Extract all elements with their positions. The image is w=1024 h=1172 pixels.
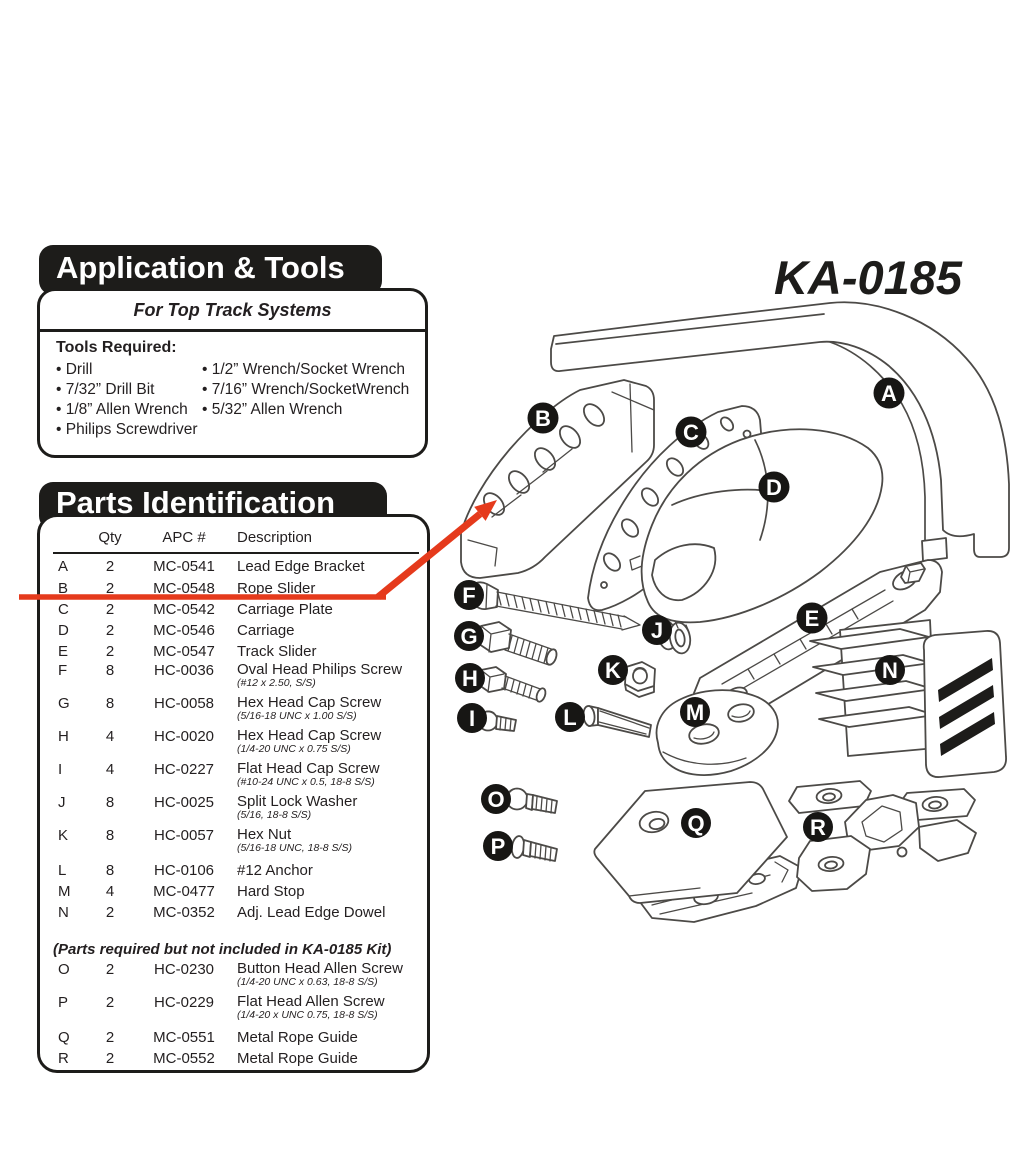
kit-number-title: KA-0185 xyxy=(773,251,963,304)
tools-list: Drill 7/32” Drill Bit 1/8” Allen Wrench … xyxy=(56,360,425,440)
part-q-metal-rope-guide xyxy=(593,781,803,923)
svg-text:P: P xyxy=(491,834,506,859)
part-badge-r: R xyxy=(803,812,833,842)
part-e-track-slider xyxy=(692,559,943,723)
col-qty: Qty xyxy=(98,529,122,546)
tools-column-2: 1/2” Wrench/Socket Wrench 7/16” Wrench/S… xyxy=(202,360,410,440)
svg-text:O: O xyxy=(487,787,504,812)
part-badge-d: D xyxy=(758,471,790,503)
parts-table-header-row: Qty APC # Description xyxy=(53,529,419,554)
svg-text:A: A xyxy=(881,381,897,406)
part-a-lead-edge-bracket xyxy=(550,301,1010,562)
svg-text:M: M xyxy=(686,700,704,725)
part-badge-g: G xyxy=(454,621,484,651)
part-badge-i: I xyxy=(457,703,487,733)
application-tools-subtitle: For Top Track Systems xyxy=(40,291,425,332)
part-j-split-lock-washer xyxy=(656,619,692,655)
part-c-carriage-plate xyxy=(587,405,763,612)
svg-text:F: F xyxy=(462,583,475,608)
part-f-oval-head-philips-screw xyxy=(470,581,641,631)
svg-text:E: E xyxy=(805,606,820,631)
part-l-anchor xyxy=(582,705,652,738)
svg-text:C: C xyxy=(683,420,699,445)
col-desc: Description xyxy=(237,529,313,546)
part-m-hard-stop xyxy=(655,689,779,776)
part-badge-b: B xyxy=(527,402,559,434)
svg-text:R: R xyxy=(810,815,826,840)
col-apc: APC # xyxy=(162,529,206,546)
application-tools-panel: For Top Track Systems Tools Required: Dr… xyxy=(37,288,428,458)
part-badge-k: K xyxy=(598,655,628,685)
part-g-hex-head-cap-screw xyxy=(478,621,558,666)
part-n-lead-edge-dowel xyxy=(809,619,1007,778)
svg-text:N: N xyxy=(882,658,898,683)
part-badge-c: C xyxy=(675,416,707,448)
part-i-flat-head-cap-screw xyxy=(477,710,517,732)
part-o-button-head-allen-screw xyxy=(505,787,558,814)
tool-item: 7/32” Drill Bit xyxy=(56,380,202,400)
part-badge-a: A xyxy=(873,377,905,409)
tool-item: 1/8” Allen Wrench xyxy=(56,400,202,420)
part-badge-e: E xyxy=(796,602,828,634)
part-b-rope-slider xyxy=(460,379,655,579)
part-badge-j: J xyxy=(642,615,672,645)
svg-text:K: K xyxy=(605,658,621,683)
not-included-note: (Parts required but not included in KA-0… xyxy=(53,940,392,958)
tool-item: Philips Screwdriver xyxy=(56,420,202,440)
tools-required-label: Tools Required: xyxy=(56,339,177,356)
tool-item: 1/2” Wrench/Socket Wrench xyxy=(202,360,409,380)
svg-text:B: B xyxy=(535,406,551,431)
part-r-metal-rope-guide xyxy=(788,780,977,892)
part-k-hex-nut xyxy=(624,661,656,698)
part-badge-l: L xyxy=(555,702,585,732)
part-badge-m: M xyxy=(680,697,710,727)
part-badge-p: P xyxy=(483,831,513,861)
part-p-flat-head-allen-screw xyxy=(510,835,558,862)
tools-column-1: Drill 7/32” Drill Bit 1/8” Allen Wrench … xyxy=(56,360,202,440)
application-tools-header-tab: Application & Tools xyxy=(39,245,382,295)
tool-item: 5/32” Allen Wrench xyxy=(202,400,409,420)
part-badge-n: N xyxy=(875,655,905,685)
tool-item: Drill xyxy=(56,360,202,380)
application-tools-title: Application & Tools xyxy=(56,250,345,285)
part-badge-q: Q xyxy=(681,808,711,838)
tool-item: 7/16” Wrench/SocketWrench xyxy=(202,380,410,400)
svg-text:L: L xyxy=(563,705,576,730)
svg-text:H: H xyxy=(462,666,478,691)
svg-text:D: D xyxy=(766,475,782,500)
part-h-hex-head-cap-screw xyxy=(478,666,547,703)
part-badge-o: O xyxy=(481,784,511,814)
part-badge-f: F xyxy=(454,580,484,610)
svg-text:I: I xyxy=(469,706,475,731)
svg-text:J: J xyxy=(651,618,663,643)
part-badge-h: H xyxy=(455,663,485,693)
svg-text:G: G xyxy=(460,624,477,649)
svg-text:Q: Q xyxy=(687,811,704,836)
part-d-carriage xyxy=(629,428,884,624)
